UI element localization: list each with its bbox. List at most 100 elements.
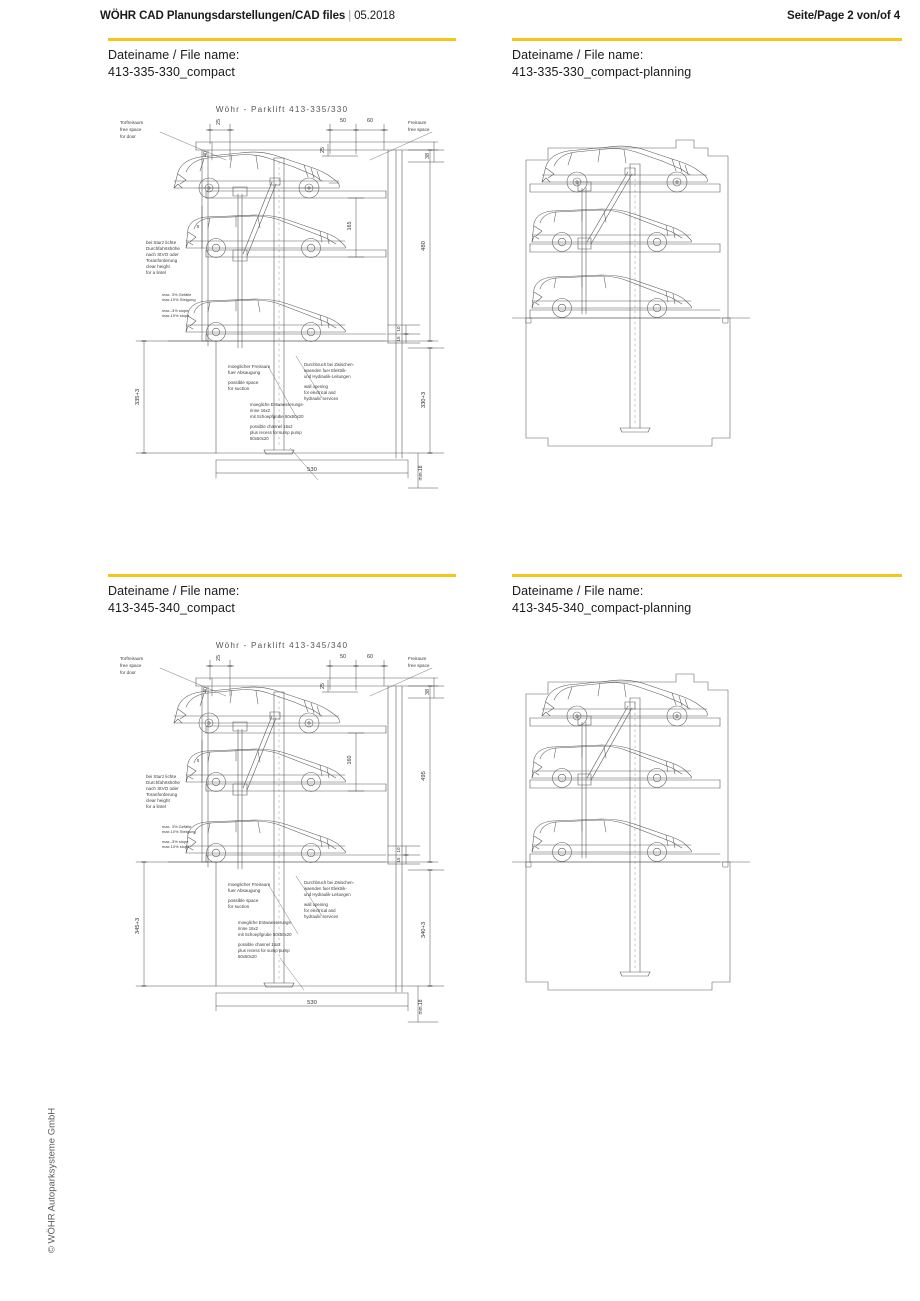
note-slope-en1: max.-3% slope bbox=[162, 839, 189, 844]
dim-top-40: 40 bbox=[203, 687, 209, 693]
note-door-free-space-en2: for door bbox=[120, 670, 136, 675]
note-lintel-en1: clear height bbox=[146, 798, 170, 803]
note-slope-de2: max.10% Steigung bbox=[162, 829, 196, 834]
header-title: WÖHR CAD Planungsdarstellungen/CAD files bbox=[100, 10, 346, 22]
cad-drawing-413-335-330-compact-planning bbox=[512, 98, 902, 498]
note-wall-en3: hydraulic services bbox=[304, 914, 338, 919]
note-free-space-en: free space bbox=[408, 663, 430, 668]
note-slope-en2: max.10% slope bbox=[162, 844, 190, 849]
note-free-space-en: free space bbox=[408, 127, 430, 132]
dim-top-50: 50 bbox=[340, 654, 346, 660]
dim-right-total: 495 bbox=[421, 771, 427, 781]
accent-rule bbox=[512, 574, 902, 577]
dim-top-25: 25 bbox=[216, 655, 222, 661]
dim-left-total: 335+3 bbox=[135, 389, 141, 405]
note-channel-de3: mit Schoepfgrube 50x50x20 bbox=[238, 932, 292, 937]
panel-header-top-right: Dateiname / File name: 413-335-330_compa… bbox=[512, 38, 902, 81]
note-suction-de1: moeglicher Freiraum bbox=[228, 882, 270, 887]
dim-foundation: min.18 bbox=[418, 999, 424, 1014]
dim-bottom-width: 530 bbox=[307, 1000, 317, 1006]
cad-drawing-413-345-340-compact-planning bbox=[512, 634, 902, 1034]
dim-foundation: min.18 bbox=[418, 465, 424, 480]
note-channel-en2: plus recess for sump pump bbox=[250, 430, 302, 435]
header-date: 05.2018 bbox=[354, 10, 395, 22]
note-slope-de1: max. 3% Gefälle bbox=[162, 824, 192, 829]
file-name-label: Dateiname / File name: bbox=[108, 47, 240, 62]
file-name-label: Dateiname / File name: bbox=[512, 47, 644, 62]
dim-small-10: 10 bbox=[396, 847, 401, 853]
accent-rule bbox=[108, 574, 456, 577]
note-lintel-de2: Durchfahrtshöhe bbox=[146, 246, 180, 251]
header-separator: | bbox=[348, 10, 352, 22]
note-lintel-de1: bei Sturz lichte bbox=[146, 240, 177, 245]
dim-right-pit: 340+3 bbox=[421, 922, 427, 938]
note-channel-en3: 50x50x20 bbox=[250, 436, 269, 441]
header-title-group: WÖHR CAD Planungsdarstellungen/CAD files… bbox=[100, 10, 395, 22]
note-wall-de1: Durchbruch bei Zwischen- bbox=[304, 880, 354, 885]
dim-top-60: 60 bbox=[367, 654, 373, 660]
note-door-free-space-de: Torfreiraum bbox=[120, 120, 143, 125]
dim-top-50: 50 bbox=[340, 118, 346, 124]
dim-mark-x: x bbox=[197, 758, 200, 764]
dim-top-25b: 25 bbox=[320, 147, 326, 153]
note-free-space-de: Freiraum bbox=[408, 656, 427, 661]
note-suction-de1: moeglicher Freiraum bbox=[228, 364, 270, 369]
footer-copyright: © WÖHR Autoparksysteme GmbH bbox=[46, 1107, 58, 1254]
note-suction-en1: possible space bbox=[228, 898, 259, 903]
note-lintel-de2: Durchfahrtshöhe bbox=[146, 780, 180, 785]
file-name-value: 413-335-330_compact bbox=[108, 64, 235, 79]
note-wall-de3: und Hydraulik-Leitungen bbox=[304, 892, 351, 897]
dim-right-total: 480 bbox=[421, 241, 427, 251]
file-name-block: Dateiname / File name: 413-345-340_compa… bbox=[512, 583, 902, 617]
panel-header-bottom-left: Dateiname / File name: 413-345-340_compa… bbox=[108, 574, 456, 617]
note-lintel-en2: for a lintel bbox=[146, 270, 166, 275]
dim-top-25: 25 bbox=[216, 119, 222, 125]
note-door-free-space-en1: free space bbox=[120, 663, 142, 668]
note-suction-de2: fuer Absaugung bbox=[228, 888, 261, 893]
drawing-title: Wöhr - Parklift 413-345/340 bbox=[216, 641, 349, 650]
note-wall-en2: for electrical and bbox=[304, 390, 336, 395]
note-channel-en1: possible channel 16x2 bbox=[238, 942, 281, 947]
page-number: Seite/Page 2 von/of 4 bbox=[787, 10, 900, 22]
note-channel-de3: mit Schoepfgrube 50x50x20 bbox=[250, 414, 304, 419]
note-suction-en2: for suction bbox=[228, 904, 250, 909]
note-wall-de2: waenden fuer Elektrik- bbox=[304, 368, 347, 373]
drawing-title: Wöhr - Parklift 413-335/330 bbox=[216, 105, 349, 114]
panel-header-bottom-right: Dateiname / File name: 413-345-340_compa… bbox=[512, 574, 902, 617]
cad-drawing-413-335-330-compact: Wöhr - Parklift 413-335/330 bbox=[108, 98, 456, 498]
accent-rule bbox=[108, 38, 456, 41]
dim-top-25b: 25 bbox=[320, 683, 326, 689]
dim-small-15: 15 bbox=[396, 857, 401, 863]
accent-rule bbox=[512, 38, 902, 41]
note-lintel-de3: nach StVO oder bbox=[146, 252, 179, 257]
note-wall-en3: hydraulic services bbox=[304, 396, 338, 401]
note-channel-en2: plus recess for sump pump bbox=[238, 948, 290, 953]
page-header: WÖHR CAD Planungsdarstellungen/CAD files… bbox=[100, 10, 900, 22]
file-name-value: 413-335-330_compact-planning bbox=[512, 64, 692, 79]
dim-mid-165: 165 bbox=[347, 222, 353, 231]
note-lintel-en1: clear height bbox=[146, 264, 170, 269]
dim-left-total: 345+3 bbox=[135, 918, 141, 934]
dim-small-10: 10 bbox=[396, 326, 401, 332]
dim-top-60: 60 bbox=[367, 118, 373, 124]
file-name-block: Dateiname / File name: 413-345-340_compa… bbox=[108, 583, 456, 617]
note-lintel-en2: for a lintel bbox=[146, 804, 166, 809]
note-wall-de2: waenden fuer Elektrik- bbox=[304, 886, 347, 891]
dim-small-15: 15 bbox=[396, 336, 401, 342]
file-name-block: Dateiname / File name: 413-335-330_compa… bbox=[108, 47, 456, 81]
note-wall-de1: Durchbruch bei Zwischen- bbox=[304, 362, 354, 367]
note-channel-en1: possible channel 16x2 bbox=[250, 424, 293, 429]
note-door-free-space-en1: free space bbox=[120, 127, 142, 132]
note-wall-de3: und Hydraulik-Leitungen bbox=[304, 374, 351, 379]
note-slope-de1: max. 3% Gefälle bbox=[162, 292, 192, 297]
note-channel-de1: moegliche Entwaesserungs- bbox=[250, 402, 305, 407]
dim-right-pit: 330+3 bbox=[421, 392, 427, 408]
note-wall-en1: wall opening bbox=[304, 384, 328, 389]
note-lintel-de3: nach StVO oder bbox=[146, 786, 179, 791]
dim-bottom-width: 530 bbox=[307, 467, 317, 473]
note-suction-en1: possible space bbox=[228, 380, 259, 385]
dim-mid-160: 160 bbox=[347, 756, 353, 765]
note-wall-en2: for electrical and bbox=[304, 908, 336, 913]
dim-mark-x: x bbox=[197, 224, 200, 230]
file-name-label: Dateiname / File name: bbox=[108, 583, 240, 598]
